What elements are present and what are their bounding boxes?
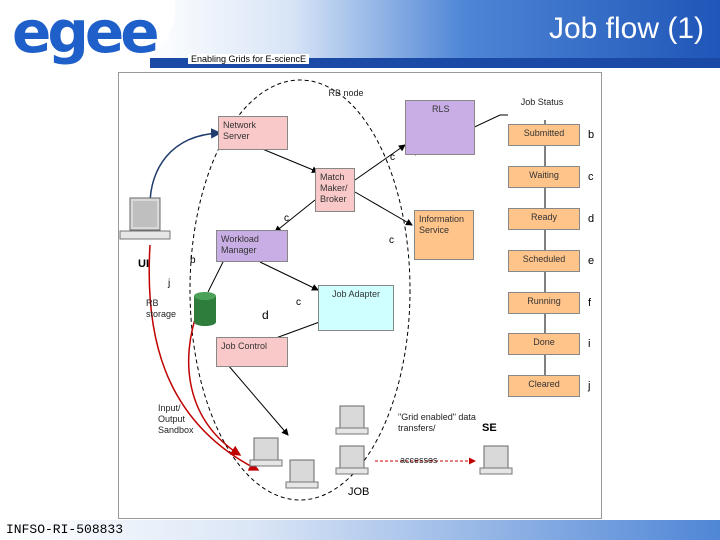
workload-manager-box: Workload Manager: [216, 230, 288, 262]
wm-to-storage-line: [207, 257, 226, 293]
status-ready: Ready: [508, 208, 580, 230]
rb-storage-label: RB storage: [146, 298, 177, 319]
status-letter-running: f: [588, 297, 592, 309]
page-title: Job flow (1): [548, 12, 704, 45]
status-letter-ready: d: [588, 213, 595, 225]
rb-storage-cylinder: [194, 292, 216, 326]
job-status-title: Job Status: [520, 97, 564, 107]
jc-to-ce-arrow: [227, 364, 289, 436]
flow-letter-c-ns: c: [390, 152, 395, 163]
logo-area: egee: [0, 0, 175, 68]
sandbox-arrow-2: [148, 244, 260, 471]
flow-letter-b: b: [190, 255, 196, 266]
status-scheduled: Scheduled: [508, 250, 580, 272]
job-adapter-box: Job Adapter: [318, 285, 394, 331]
sandbox-label: Input/ Output Sandbox: [158, 403, 194, 435]
rb-node-boundary: [189, 79, 411, 501]
egee-logo: egee: [12, 0, 160, 66]
status-letter-scheduled: e: [588, 255, 595, 267]
wm-to-ja-arrow: [259, 261, 319, 291]
rls-box: RLS: [405, 100, 475, 155]
status-running: Running: [508, 292, 580, 314]
ui-computer-icon: [119, 197, 171, 240]
flow-letter-c-ja: c: [296, 297, 301, 308]
status-submitted: Submitted: [508, 124, 580, 146]
status-letter-waiting: c: [588, 171, 594, 183]
header-subband: [150, 58, 720, 68]
status-waiting: Waiting: [508, 166, 580, 188]
diagram-frame: [118, 72, 602, 519]
ui-label: UI: [138, 258, 149, 270]
status-letter-submitted: b: [588, 129, 595, 141]
status-letter-cleared: j: [588, 380, 591, 392]
match-maker-box: Match Maker/ Broker: [315, 168, 355, 212]
information-service-box: Information Service: [414, 210, 474, 260]
ui-to-network-server-arrow: [149, 128, 222, 206]
job-label: JOB: [348, 486, 370, 498]
status-letter-done: i: [588, 338, 591, 350]
network-server-box: Network Server: [218, 116, 288, 150]
tagline: Enabling Grids for E-sciencE: [188, 54, 310, 64]
footer-band: [0, 520, 720, 540]
mm-to-is-arrow: [354, 191, 413, 226]
flow-letter-j: j: [168, 278, 171, 289]
job-control-box: Job Control: [216, 337, 288, 367]
grid-enabled-label: "Grid enabled" data transfers/: [398, 412, 476, 433]
se-computer: [479, 445, 513, 475]
flow-letter-c-is: c: [389, 235, 394, 246]
ns-to-matchmaker-arrow: [259, 147, 319, 173]
status-cleared: Cleared: [508, 375, 580, 397]
ce-computer-4: [285, 459, 319, 489]
accesses-label: accesses: [400, 455, 438, 465]
flow-letter-d: d: [262, 308, 269, 322]
rb-node-label: RB node: [328, 88, 364, 98]
ce-computer-3: [335, 445, 369, 475]
flow-letter-c-mm: c: [284, 213, 289, 224]
header-band: [150, 0, 720, 58]
header: egee Job flow (1) Enabling Grids for E-s…: [0, 0, 720, 68]
ce-computer-2: [249, 437, 283, 467]
mm-to-rls-arrow: [354, 144, 406, 181]
status-done: Done: [508, 333, 580, 355]
mm-to-wm-arrow: [274, 199, 316, 233]
footer-project-id: INFSO-RI-508833: [6, 522, 124, 537]
sandbox-arrow-1: [187, 309, 242, 456]
ce-computer-1: [335, 405, 369, 435]
se-label: SE: [482, 422, 497, 434]
